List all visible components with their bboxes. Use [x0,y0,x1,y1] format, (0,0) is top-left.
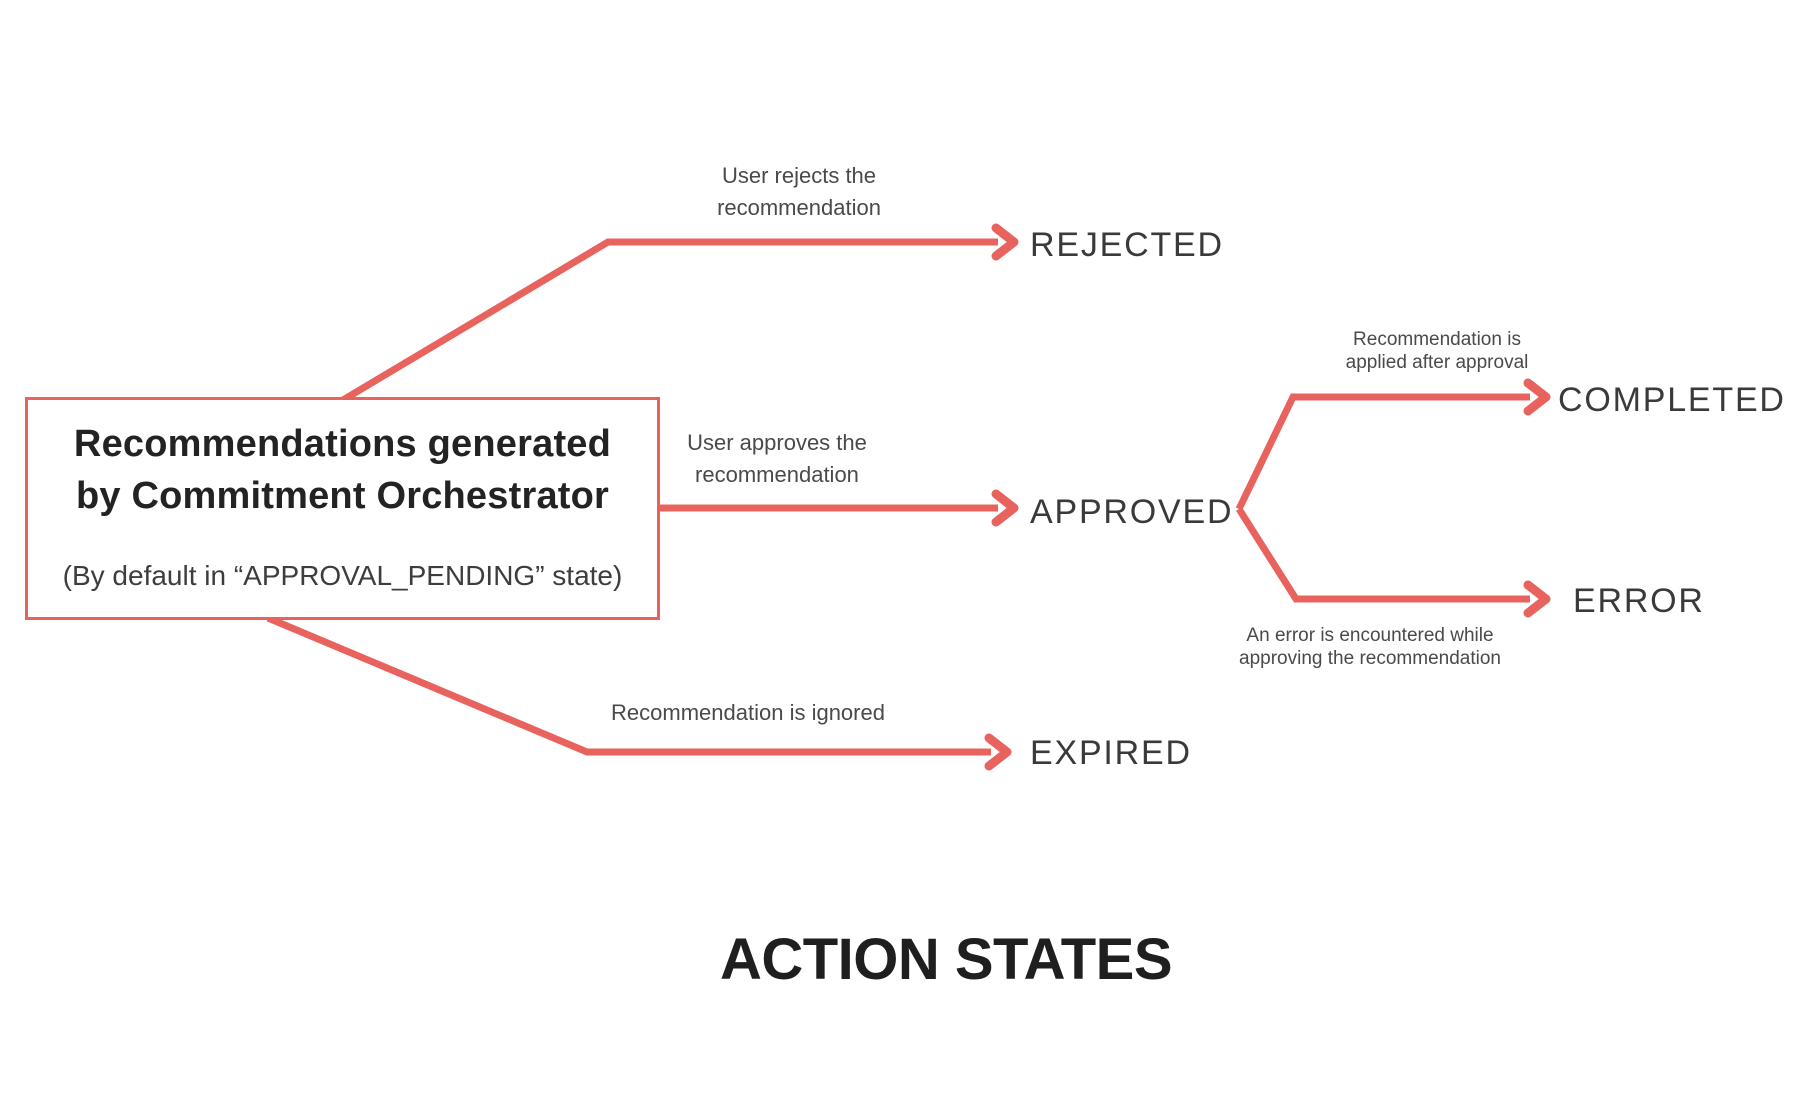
arrowhead-expired-icon [984,733,1012,771]
edge-label-expired: Recommendation is ignored [611,697,885,729]
state-completed: COMPLETED [1558,381,1786,419]
state-expired: EXPIRED [1030,734,1192,772]
edge-label-rejected: User rejects the recommendation [717,160,881,224]
edge-label-approved-line2: recommendation [695,462,859,487]
edge-label-approved: User approves the recommendation [687,427,867,491]
edge-rejected-line [341,238,998,404]
edge-label-completed-line1: Recommendation is [1353,329,1521,350]
arrowhead-completed-icon [1523,378,1551,416]
edge-completed-line [1235,393,1530,511]
edge-label-approved-line1: User approves the [687,430,867,455]
edge-label-completed: Recommendation is applied after approval [1346,328,1529,374]
edge-expired-line [266,614,991,756]
source-node-subtitle: (By default in “APPROVAL_PENDING” state) [62,560,623,591]
edge-label-error-line1: An error is encountered while [1246,625,1494,646]
edge-label-expired-line1: Recommendation is ignored [611,700,885,725]
arrowhead-approved-icon [991,489,1019,527]
state-error: ERROR [1573,582,1705,620]
edge-label-error-line2: approving the recommendation [1239,648,1501,669]
diagram-title: ACTION STATES [719,927,1173,992]
edge-label-rejected-line1: User rejects the [721,163,877,188]
arrowhead-error-icon [1523,580,1551,618]
arrowhead-rejected-icon [991,223,1019,261]
edge-label-error: An error is encountered while approving … [1239,624,1501,670]
source-node: Recommendations generated by Commitment … [25,397,660,620]
source-node-title: Recommendations generated by Commitment … [28,418,657,522]
source-node-title-line1: Recommendations generated [73,423,612,465]
source-node-title-line2: by Commitment Orchestrator [75,475,610,517]
edge-label-completed-line2: applied after approval [1345,352,1529,373]
edge-label-rejected-line2: recommendation [717,195,881,220]
edge-error-line [1236,507,1530,603]
state-approved: APPROVED [1030,493,1234,531]
state-rejected: REJECTED [1030,226,1224,264]
